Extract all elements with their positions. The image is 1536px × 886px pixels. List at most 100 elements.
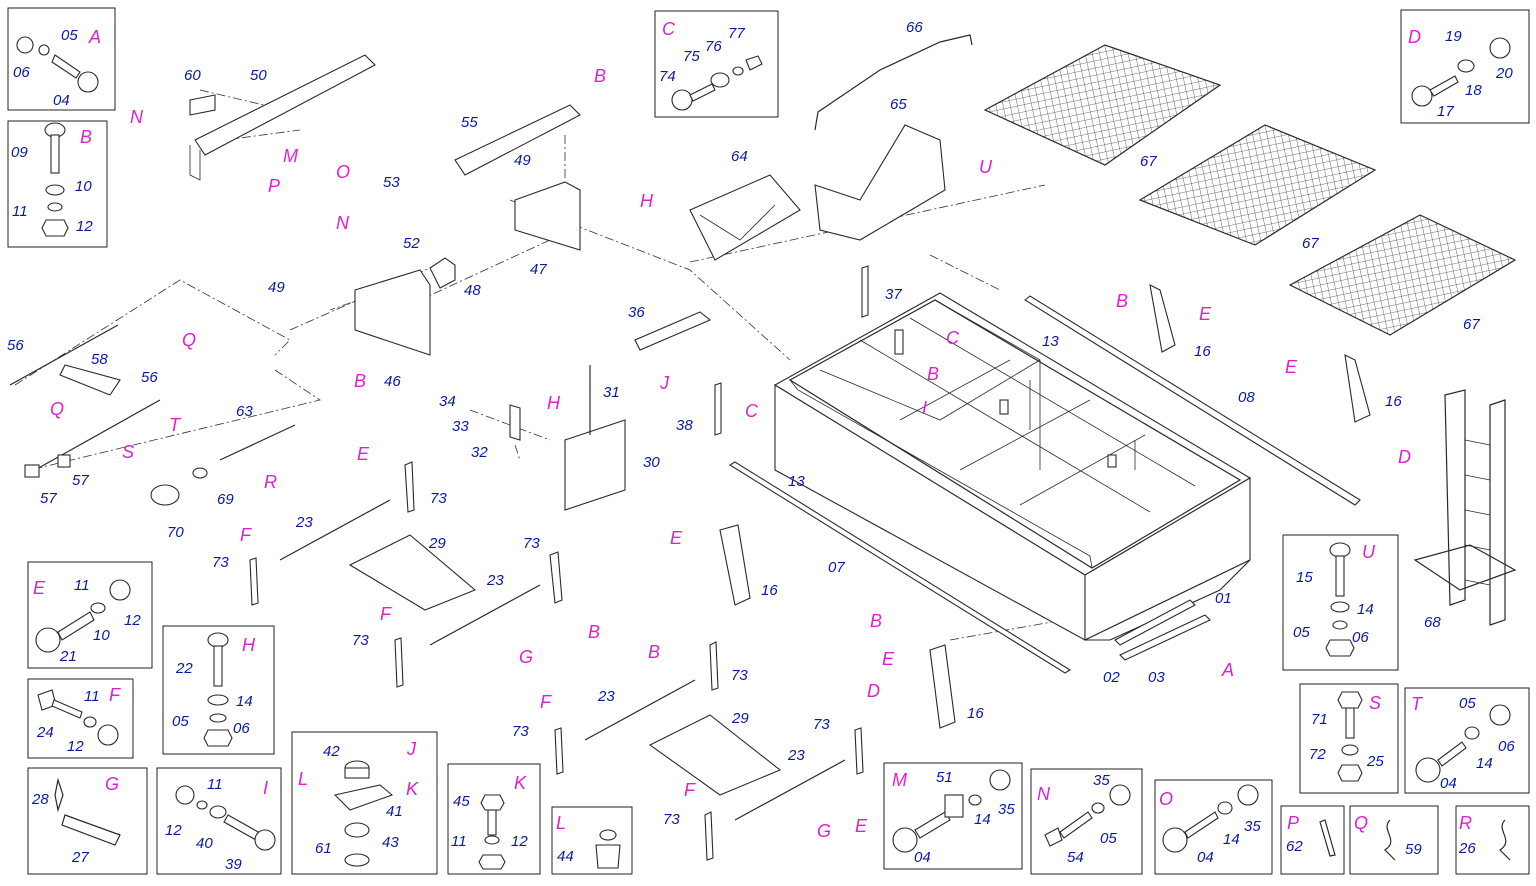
svg-text:10: 10 (93, 627, 110, 644)
label-13: 13 (788, 473, 805, 490)
inset-Q-letter: Q (1354, 813, 1368, 833)
label-47: 47 (530, 261, 547, 278)
svg-text:14: 14 (236, 693, 253, 710)
label-57: 57 (72, 472, 89, 489)
svg-text:11: 11 (207, 776, 223, 793)
letter-J: J (659, 373, 670, 393)
letter-E: E (670, 528, 683, 548)
svg-text:L: L (298, 769, 308, 789)
letter-U: U (979, 157, 993, 177)
inset-J-letter: J (406, 739, 417, 759)
gear-48 (429, 257, 456, 289)
mesh-grids (983, 44, 1517, 336)
letter-F: F (380, 604, 392, 624)
letter-C: C (946, 328, 960, 348)
inset-P-letter: P (1287, 813, 1299, 833)
svg-text:25: 25 (1366, 753, 1384, 770)
label-07: 07 (828, 559, 845, 576)
svg-text:35: 35 (998, 801, 1015, 818)
label-73: 73 (523, 535, 540, 552)
svg-text:17: 17 (1437, 103, 1454, 120)
svg-text:72: 72 (1309, 746, 1326, 763)
label-73: 73 (430, 490, 447, 507)
label-46: 46 (384, 373, 401, 390)
svg-text:62: 62 (1286, 838, 1303, 855)
label-57: 57 (40, 490, 57, 507)
label-50: 50 (250, 67, 267, 84)
svg-text:14: 14 (974, 811, 991, 828)
label-36: 36 (628, 304, 645, 321)
label-33: 33 (452, 418, 469, 435)
svg-text:39: 39 (225, 856, 242, 873)
rod-66 (814, 34, 973, 131)
arms (249, 265, 1371, 861)
label-16: 16 (967, 705, 984, 722)
svg-text:05: 05 (61, 27, 78, 44)
svg-text:11: 11 (12, 203, 28, 220)
label-73: 73 (813, 716, 830, 733)
letter-N: N (130, 107, 144, 127)
inset-T-letter: T (1411, 694, 1424, 714)
label-73: 73 (512, 723, 529, 740)
letter-I: I (922, 398, 927, 418)
letter-C: C (745, 401, 759, 421)
svg-text:12: 12 (511, 833, 528, 850)
label-16: 16 (761, 582, 778, 599)
letter-G: G (519, 647, 533, 667)
svg-text:11: 11 (451, 833, 467, 850)
svg-text:11: 11 (74, 577, 90, 594)
svg-text:18: 18 (1465, 82, 1482, 99)
reference-letter-labels: B M P N O N B B Q Q T S R H H U C C B I … (50, 66, 1411, 841)
letter-P: P (268, 176, 280, 196)
svg-text:44: 44 (557, 848, 574, 865)
inset-B-letter: B (80, 127, 92, 147)
label-53: 53 (383, 174, 400, 191)
svg-text:04: 04 (1197, 849, 1214, 866)
inset-I-letter: I (263, 778, 268, 798)
label-65: 65 (890, 96, 907, 113)
label-67: 67 (1302, 235, 1319, 252)
letter-B: B (588, 622, 600, 642)
svg-text:14: 14 (1223, 831, 1240, 848)
svg-text:10: 10 (75, 178, 92, 195)
svg-text:28: 28 (31, 791, 49, 808)
ladder (1413, 389, 1517, 626)
label-73: 73 (352, 632, 369, 649)
inset-G-letter: G (105, 774, 119, 794)
label-03: 03 (1148, 669, 1165, 686)
label-63: 63 (236, 403, 253, 420)
label-31: 31 (603, 384, 620, 401)
letter-M: M (283, 146, 298, 166)
letter-B: B (1116, 291, 1128, 311)
hopper-body (773, 292, 1252, 641)
bars (279, 499, 846, 821)
letter-N: N (336, 213, 350, 233)
svg-text:20: 20 (1495, 65, 1513, 82)
label-56: 56 (141, 369, 158, 386)
label-23: 23 (787, 747, 805, 764)
svg-text:11: 11 (84, 688, 100, 705)
inset-F-letter: F (109, 685, 121, 705)
inset-hardware (16, 36, 1511, 870)
svg-text:74: 74 (659, 68, 676, 85)
label-02: 02 (1103, 669, 1120, 686)
letter-E: E (1285, 357, 1298, 377)
letter-B: B (648, 642, 660, 662)
letter-H: H (547, 393, 561, 413)
plate-46 (354, 269, 431, 356)
svg-text:24: 24 (36, 724, 54, 741)
letter-F: F (240, 525, 252, 545)
letter-E: E (1199, 304, 1212, 324)
label-01: 01 (1215, 590, 1232, 607)
inset-boxes (7, 7, 1530, 875)
label-16: 16 (1194, 343, 1211, 360)
guard-50 (194, 54, 376, 156)
inset-M-letter: M (892, 770, 907, 790)
side-rails (728, 295, 1361, 674)
svg-text:05: 05 (1459, 695, 1476, 712)
inset-labels: A 05 06 04 B 09 10 11 12 C 77 76 75 74 D… (11, 19, 1515, 873)
inset-A-letter: A (88, 27, 101, 47)
svg-text:06: 06 (1498, 738, 1515, 755)
svg-text:15: 15 (1296, 569, 1313, 586)
